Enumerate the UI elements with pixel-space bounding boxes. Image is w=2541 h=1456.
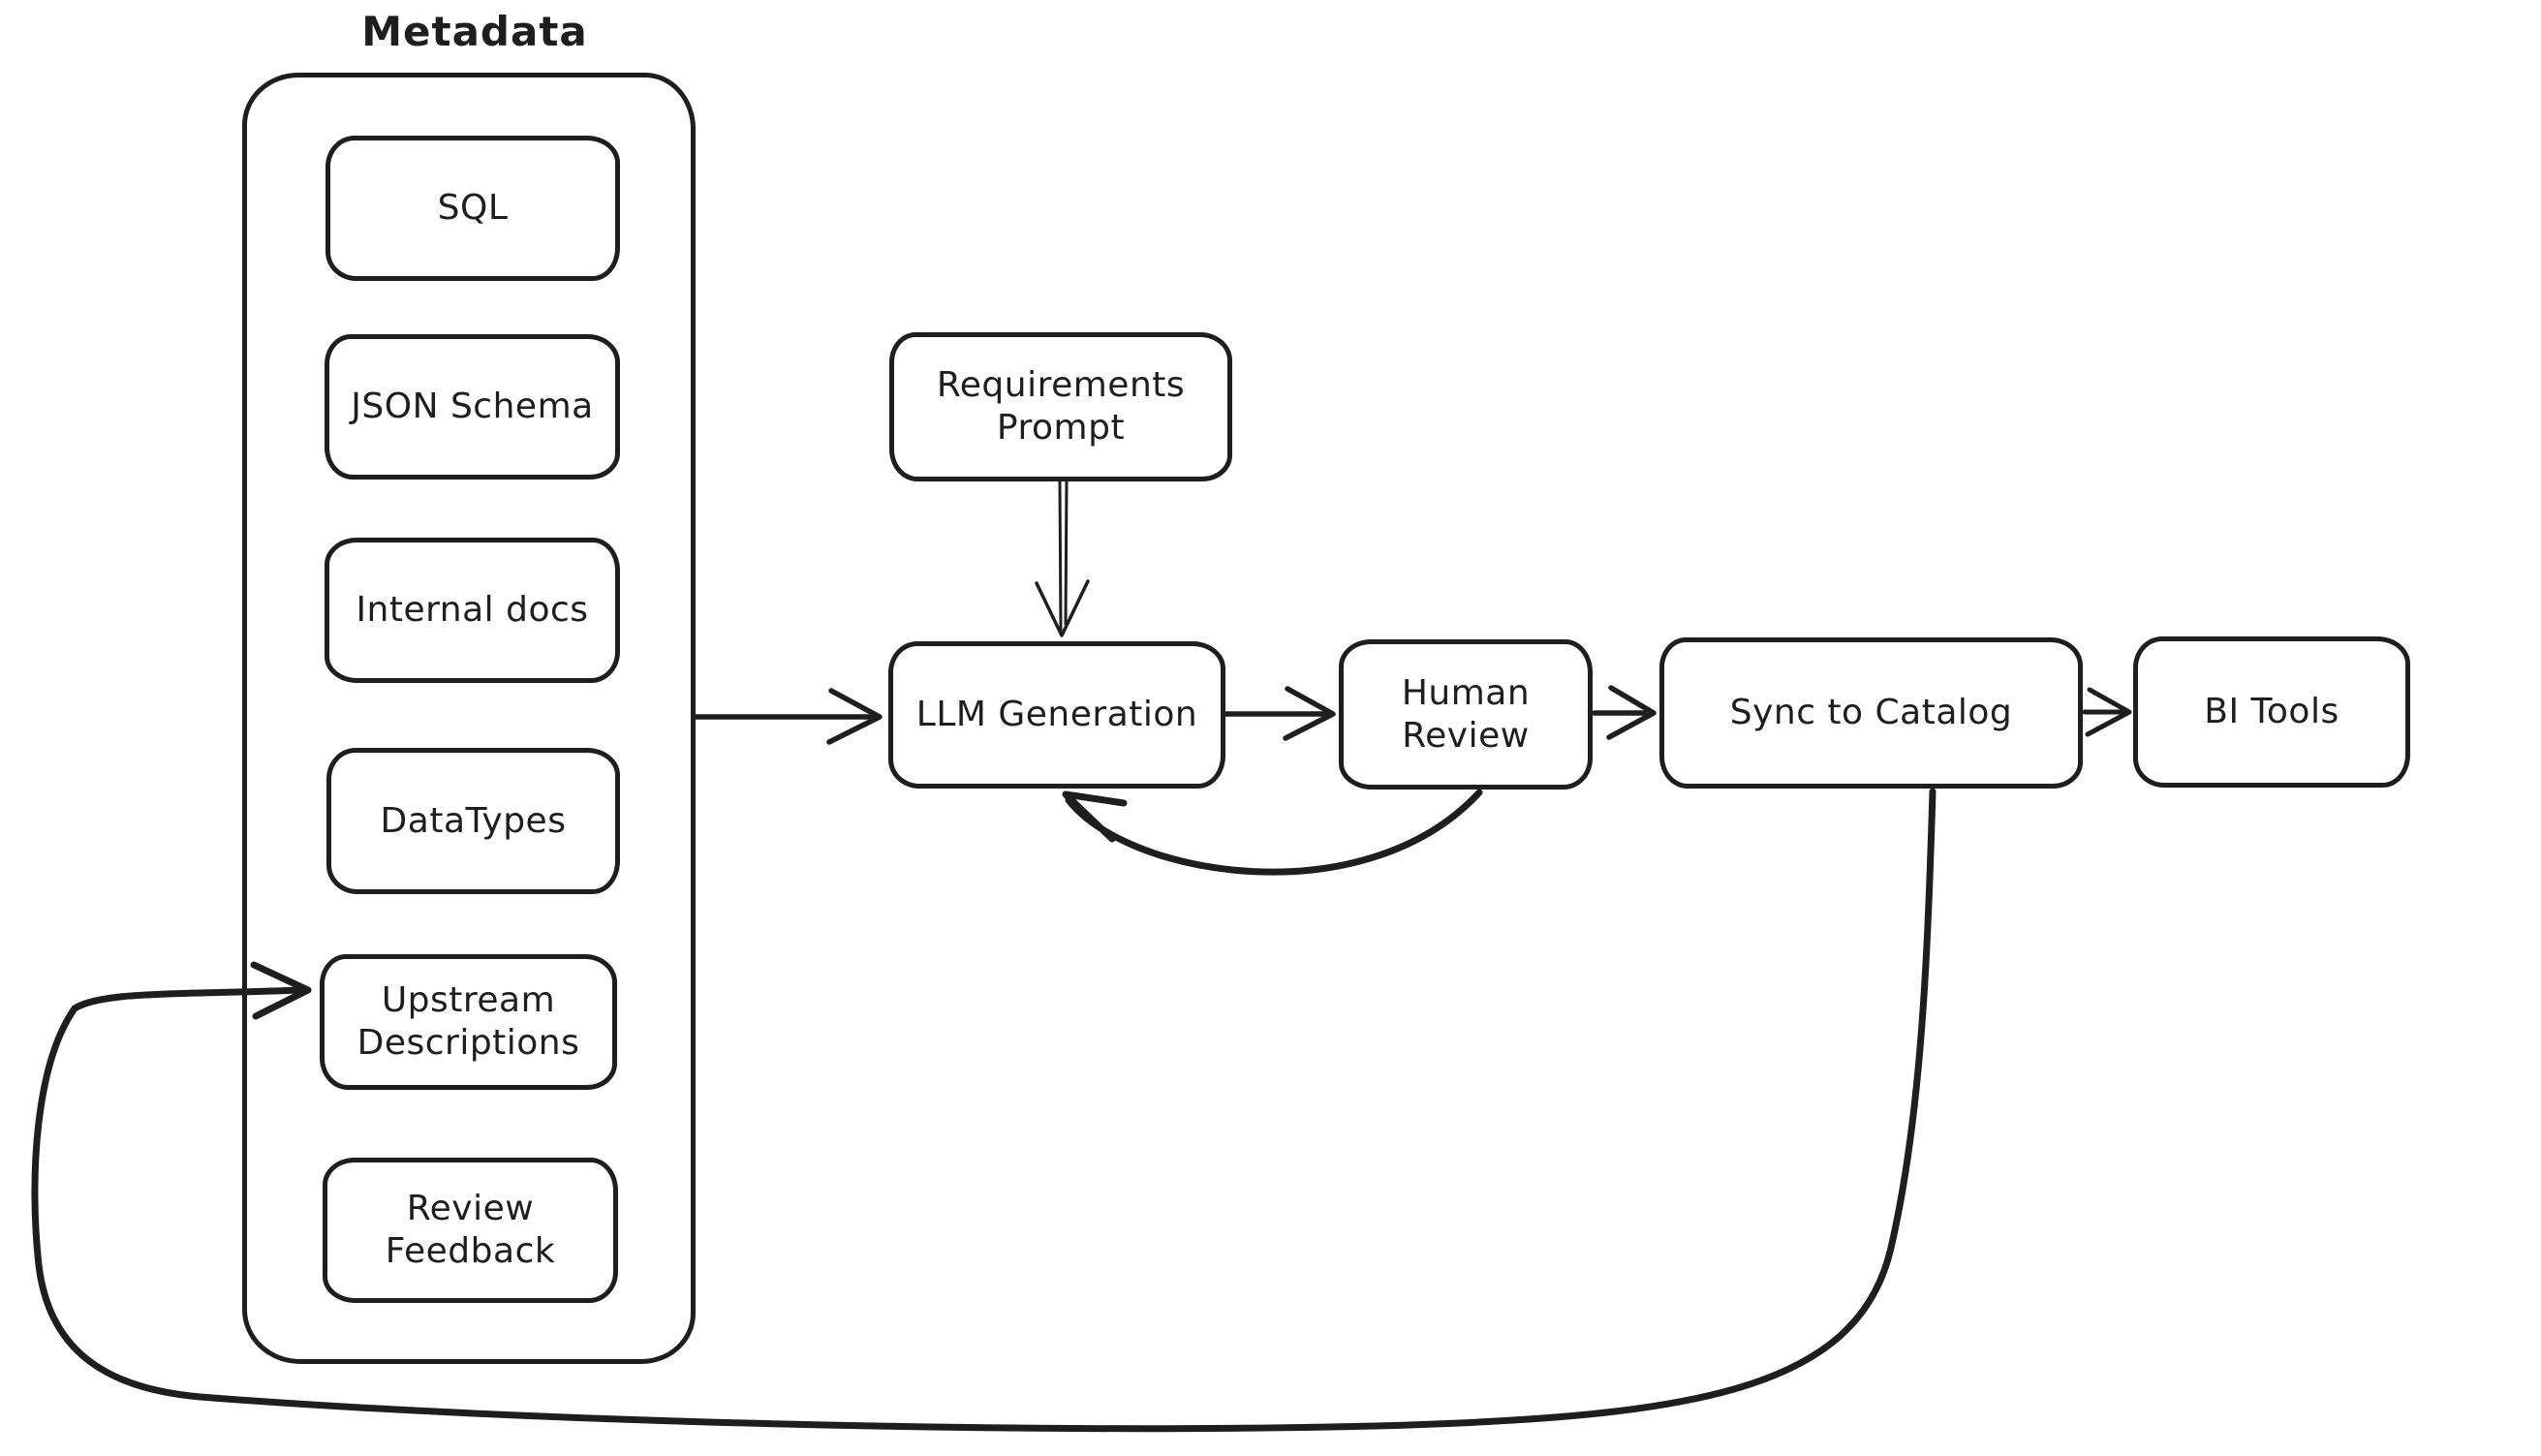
metadata-group xyxy=(242,73,696,1364)
node-llm-generation-label: LLM Generation xyxy=(915,695,1198,735)
node-internal-docs: Internal docs xyxy=(325,538,620,683)
node-datatypes-label: DataTypes xyxy=(380,800,567,841)
node-review-feedback: Review Feedback xyxy=(323,1158,618,1303)
node-llm-generation: LLM Generation xyxy=(888,641,1225,789)
metadata-group-title: Metadata xyxy=(361,8,588,55)
node-human-review: Human Review xyxy=(1339,639,1593,790)
node-bi-tools: BI Tools xyxy=(2133,636,2410,788)
node-sync-to-catalog: Sync to Catalog xyxy=(1659,637,2083,789)
node-upstream-descriptions: Upstream Descriptions xyxy=(320,954,617,1090)
node-bi-tools-label: BI Tools xyxy=(2204,692,2340,732)
edge-sync-to-catalog-to-bi-tools xyxy=(2082,687,2132,737)
node-json-schema: JSON Schema xyxy=(325,334,620,480)
node-sql-label: SQL xyxy=(437,188,509,229)
node-requirements-prompt: Requirements Prompt xyxy=(889,332,1232,481)
node-human-review-label: Human Review xyxy=(1401,672,1531,756)
edge-sync-to-catalog-loop-to-upstream-descriptions xyxy=(31,788,1937,1433)
node-json-schema-label: JSON Schema xyxy=(351,387,594,427)
node-upstream-descriptions-label: Upstream Descriptions xyxy=(356,980,580,1063)
node-internal-docs-label: Internal docs xyxy=(356,590,589,631)
edge-human-review-to-sync-to-catalog xyxy=(1592,685,1657,740)
node-datatypes: DataTypes xyxy=(326,748,620,894)
node-requirements-prompt-label: Requirements Prompt xyxy=(936,365,1186,448)
edge-metadata-to-llm-generation xyxy=(691,688,883,745)
edge-human-review-feedback-to-llm-generation xyxy=(1062,789,1483,876)
node-review-feedback-label: Review Feedback xyxy=(385,1189,556,1271)
node-sync-to-catalog-label: Sync to Catalog xyxy=(1729,693,2013,733)
edge-requirements-prompt-to-llm-generation xyxy=(1035,480,1090,637)
node-sql: SQL xyxy=(325,136,620,281)
edge-llm-generation-to-human-review xyxy=(1224,686,1336,741)
